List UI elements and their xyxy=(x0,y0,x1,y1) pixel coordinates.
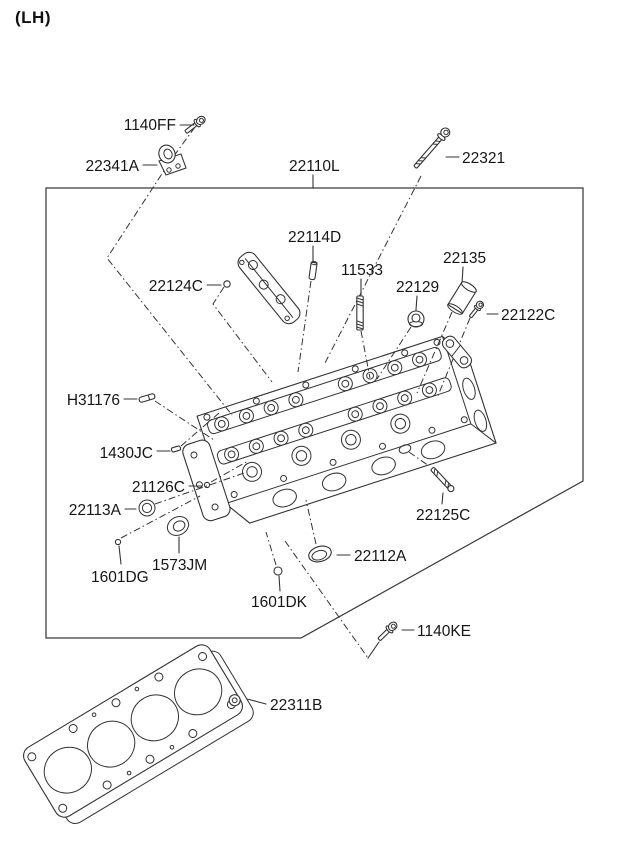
leader-1140KE xyxy=(284,540,369,659)
camshaft-cap-drawing xyxy=(237,251,301,325)
label-22129: 22129 xyxy=(396,279,439,296)
stud-boss-hole xyxy=(398,444,412,454)
leader-1601DK xyxy=(265,531,277,566)
leader-22113A xyxy=(154,472,245,505)
label-H31176: H31176 xyxy=(67,392,120,409)
bracket-22122C-icon xyxy=(441,335,473,369)
label-22113A: 22113A xyxy=(69,502,122,519)
dash-22311B xyxy=(246,698,267,705)
label-21126C: 21126C xyxy=(132,479,185,496)
leader-22114D xyxy=(297,280,312,373)
stud-22125C-icon xyxy=(430,467,455,493)
label-11533: 11533 xyxy=(341,262,383,279)
leader-21126C xyxy=(210,460,249,483)
label-22124C: 22124C xyxy=(149,278,203,295)
leader-1140FF xyxy=(106,126,233,416)
callout-22113A: 22113A xyxy=(69,472,245,519)
label-1601DK: 1601DK xyxy=(251,594,308,611)
callout-22129: 22129 xyxy=(376,279,439,380)
bolt-1140KE-icon xyxy=(377,621,398,641)
callout-22114D: 22114D xyxy=(288,229,341,373)
callout-22125C: 22125C xyxy=(408,451,470,524)
bolt-22124C-icon xyxy=(223,280,231,288)
leader-22129 xyxy=(376,326,412,380)
label-1430JC: 1430JC xyxy=(100,445,153,462)
cylinder-head-drawing xyxy=(182,335,497,524)
callout-22112A: 22112A xyxy=(305,499,407,565)
leader-11533 xyxy=(360,330,371,379)
oring-22113A-icon xyxy=(138,499,156,517)
callout-22135: 22135 xyxy=(416,250,486,394)
leader-1140KE-tail xyxy=(367,641,380,659)
label-22110L: 22110L xyxy=(289,158,340,175)
callout-11533: 11533 xyxy=(341,262,383,379)
callout-1140KE: 1140KE xyxy=(284,540,471,659)
plug-22112A-icon xyxy=(308,545,332,563)
label-1573JM: 1573JM xyxy=(152,557,207,574)
label-22125C: 22125C xyxy=(416,507,470,524)
dash-1601DK xyxy=(278,575,281,592)
leader-22112A xyxy=(305,499,317,545)
valve-spring-bores-row1 xyxy=(214,352,428,432)
bolt-22122C-icon xyxy=(469,300,485,319)
pin-H31176-icon xyxy=(138,393,156,403)
callout-22124C: 22124C xyxy=(149,278,273,383)
callout-22341A: 22341A xyxy=(86,144,187,176)
callout-1601DK: 1601DK xyxy=(251,531,308,611)
dash-22125C xyxy=(441,492,444,505)
leader-1601DG xyxy=(120,495,201,539)
tappet-22135-icon xyxy=(447,281,477,315)
label-1140KE: 1140KE xyxy=(417,623,471,640)
bolt-1601DG-icon xyxy=(114,538,122,546)
callout-1140FF: 1140FF xyxy=(106,115,233,416)
leader-22321 xyxy=(324,175,422,364)
pin-22114D-icon xyxy=(308,260,318,281)
washer-1601DK-icon xyxy=(273,566,283,576)
label-22114D: 22114D xyxy=(288,229,341,246)
bracket-22341A-icon xyxy=(158,144,187,176)
valve-spring-bores-row2 xyxy=(224,382,437,462)
label-22122C: 22122C xyxy=(501,307,555,324)
dowel-1430JC-icon xyxy=(170,445,182,453)
label-1140FF: 1140FF xyxy=(124,117,176,134)
callout-22311B: 22311B xyxy=(246,697,322,714)
callout-22321: 22321 xyxy=(324,127,505,364)
plug-21126C-icon xyxy=(203,481,211,489)
label-22341A: 22341A xyxy=(86,158,140,175)
label-22135: 22135 xyxy=(443,250,486,267)
stud-11533-icon xyxy=(356,295,364,331)
callout-H31176: H31176 xyxy=(67,392,215,441)
end-port-lower xyxy=(473,409,488,432)
dash-1601DG xyxy=(118,545,122,565)
callout-1601DG: 1601DG xyxy=(91,495,201,586)
label-22112A: 22112A xyxy=(354,548,407,565)
end-port-upper xyxy=(462,377,476,400)
seal-1573JM-icon xyxy=(166,516,190,536)
callout-22110L: 22110L xyxy=(289,158,340,189)
head-gasket-drawing xyxy=(22,644,254,825)
intake-ports xyxy=(272,440,446,508)
leader-22124C xyxy=(212,286,273,383)
spark-plug-tubes xyxy=(242,413,411,482)
label-22311B: 22311B xyxy=(270,697,322,714)
dash-22129 xyxy=(415,295,418,311)
callout-22122C: 22122C xyxy=(436,300,555,399)
label-22321: 22321 xyxy=(462,150,505,167)
stud-22321-icon xyxy=(413,127,451,169)
label-1601DG: 1601DG xyxy=(91,569,149,586)
leader-22125C xyxy=(408,451,430,467)
dash-22135 xyxy=(461,266,464,285)
leader-1430JC xyxy=(180,412,220,447)
assembly-boundary-box xyxy=(45,187,584,639)
side-tag: (LH) xyxy=(15,8,51,27)
callout-1573JM: 1573JM xyxy=(152,516,207,574)
leader-22135 xyxy=(416,311,453,394)
cap-22129-icon xyxy=(407,310,425,328)
leader-H31176 xyxy=(154,400,215,441)
callout-1430JC: 1430JC xyxy=(100,412,220,462)
callout-21126C: 21126C xyxy=(132,460,249,496)
head-bolt-bosses xyxy=(203,338,468,499)
